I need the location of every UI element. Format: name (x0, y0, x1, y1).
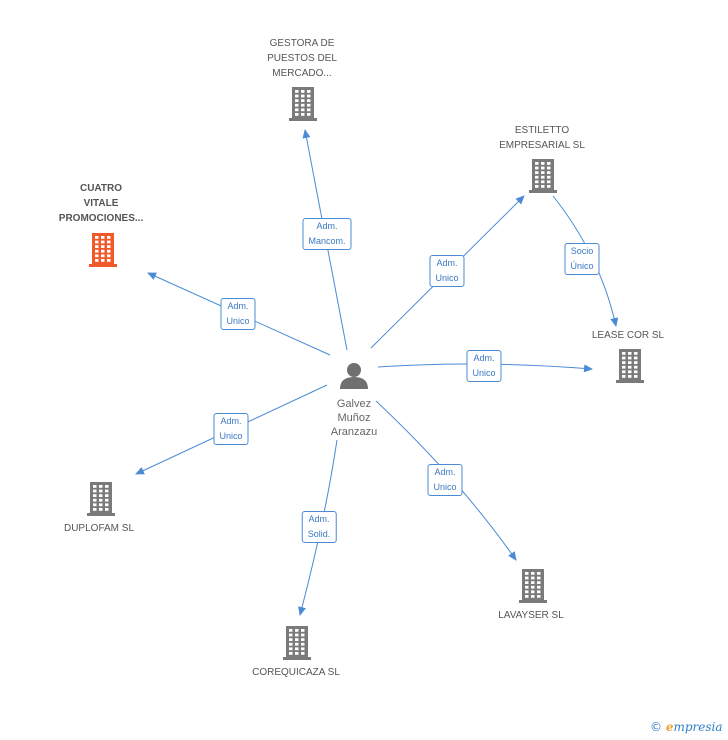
relation-label-center-duplofam[interactable]: Adm. Unico (213, 413, 249, 445)
company-label-duplofam[interactable]: DUPLOFAM SL (63, 523, 135, 534)
company-label-gestora[interactable]: GESTORA DE PUESTOS DEL MERCADO... (267, 38, 337, 79)
relation-label-center-estiletto[interactable]: Adm. Unico (429, 255, 465, 287)
company-label-corequicaza[interactable]: COREQUICAZA SL (252, 667, 340, 678)
company-label-cuatro[interactable]: CUATRO VITALE PROMOCIONES... (58, 183, 144, 224)
building-icon-duplofam[interactable] (87, 482, 115, 516)
building-icon-leasecor[interactable] (616, 349, 644, 383)
brand-initial: e (665, 720, 674, 734)
building-icon-corequicaza[interactable] (283, 626, 311, 660)
relation-label-center-cuatro[interactable]: Adm. Unico (220, 298, 256, 330)
relation-label-center-lavayser[interactable]: Adm. Unico (427, 464, 463, 496)
company-label-lavayser[interactable]: LAVAYSER SL (498, 610, 564, 621)
building-icon-gestora[interactable] (289, 87, 317, 121)
person-icon[interactable] (340, 363, 368, 389)
relation-label-center-leasecor[interactable]: Adm. Unico (466, 350, 502, 382)
brand-name: mpresia (673, 720, 723, 734)
building-icon-lavayser[interactable] (519, 569, 547, 603)
relation-label-center-corequicaza[interactable]: Adm. Solid. (301, 511, 337, 543)
copyright-symbol: © (650, 720, 662, 734)
footer-brand[interactable]: © empresia (650, 720, 723, 734)
building-icon-estiletto[interactable] (529, 159, 557, 193)
company-label-leasecor[interactable]: LEASE COR SL (591, 330, 665, 341)
person-name-label[interactable]: Galvez Muñoz Aranzazu (330, 398, 378, 438)
relation-label-center-gestora[interactable]: Adm. Mancom. (302, 218, 352, 250)
relation-label-estiletto-leasecor[interactable]: Socio Único (564, 243, 600, 275)
company-label-estiletto[interactable]: ESTILETTO EMPRESARIAL SL (499, 125, 585, 151)
building-icon-cuatro[interactable] (89, 233, 117, 267)
